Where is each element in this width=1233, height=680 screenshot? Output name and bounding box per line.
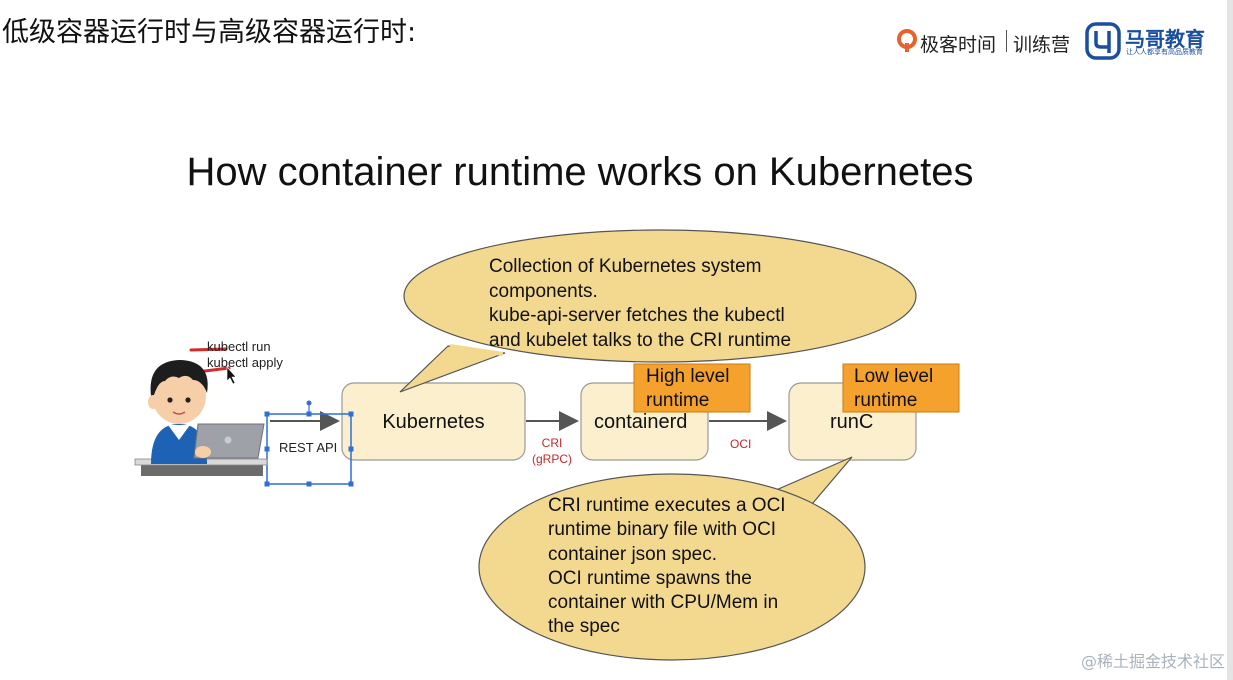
brand-divider [1006,30,1007,52]
top-bubble-text: Collection of Kubernetes system componen… [489,256,792,351]
mouse-cursor-icon [226,366,237,385]
brand-training-camp: 训练营 [1013,34,1071,56]
command-kubectl-apply: kubectl apply [207,355,283,370]
geektime-logo-icon [897,29,917,52]
top-bubble-joint [449,344,504,356]
watermark: @稀土掘金技术社区 [1080,652,1225,671]
bottom-bubble-text: CRI runtime executes a OCI runtime binar… [548,495,786,638]
kubernetes-box [341,382,526,461]
bottom-bubble-joint [732,508,790,531]
top-bubble [403,229,917,363]
kubernetes-label: Kubernetes [382,411,485,433]
oci-edge-label: OCI [730,437,752,451]
annotation-stroke [189,347,228,352]
cri-edge-label: CRI (gRPC) [531,436,572,466]
rest-api-label: REST API [279,440,338,455]
runc-label: runC [830,411,874,433]
page-title: 低级容器运行时与高级容器运行时: [2,17,417,48]
slide-title: How container runtime works on Kubernete… [186,150,974,194]
high-level-tag-label: High level runtime [646,366,730,411]
low-level-tag [842,363,960,413]
person-at-laptop-icon [134,360,268,476]
containerd-label: containerd [594,411,688,433]
brand-mage: 马哥教育 [1125,27,1205,51]
high-level-tag [633,363,751,413]
scrollbar-track[interactable] [1227,0,1233,680]
mage-logo-icon [1085,22,1121,60]
command-kubectl-run: kubectl run [207,339,271,354]
brand-mage-tagline: 让人人都享有高品质教育 [1126,48,1203,56]
brand-geektime: 极客时间 [920,34,997,56]
low-level-tag-label: Low level runtime [854,366,934,411]
